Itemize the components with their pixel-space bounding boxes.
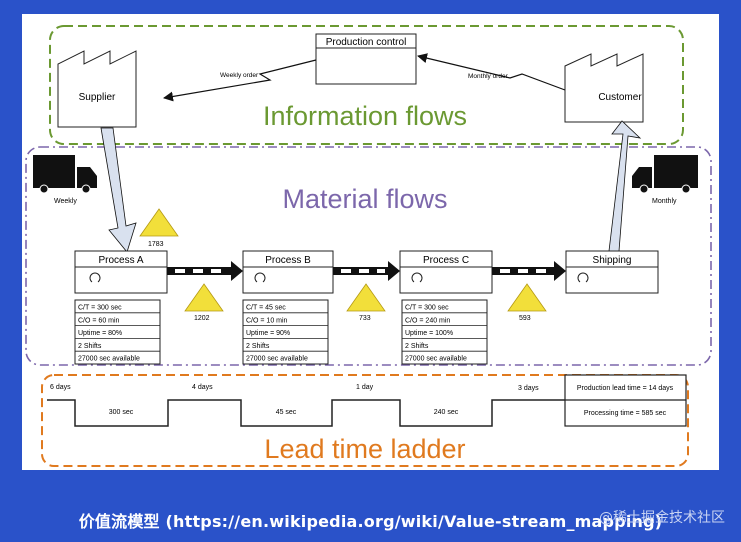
weekly-label: Weekly (54, 198, 77, 205)
process-b-data-row: 27000 sec available (246, 356, 308, 363)
inventory-triangle-1783 (139, 208, 179, 237)
inventory-triangle-1202 (184, 283, 224, 312)
customer-label: Customer (598, 92, 642, 103)
process-time-label: 240 sec (434, 409, 459, 416)
shipping-to-customer-arrow (608, 120, 642, 252)
operator-icon (411, 272, 423, 283)
process-c-data-box: C/T = 300 sec C/O = 240 min Uptime = 100… (401, 299, 488, 365)
process-c-box: Process C (399, 250, 493, 294)
push-arrow-c-shipping (492, 261, 566, 281)
operator-icon (89, 272, 101, 283)
process-a-data-box: C/T = 300 sec C/O = 60 min Uptime = 80% … (74, 299, 161, 365)
process-b-label: Process B (265, 255, 311, 266)
process-a-box: Process A (74, 250, 168, 294)
monthly-label: Monthly (652, 198, 677, 205)
shipping-label: Shipping (593, 255, 632, 266)
process-b-box: Process B (242, 250, 334, 294)
production-control-box: Production control (315, 33, 417, 85)
lead-days-label: 1 day (356, 384, 374, 391)
supplier-label: Supplier (79, 92, 116, 103)
process-b-data-row: C/O = 10 min (246, 317, 288, 324)
process-b-data-row: 2 Shifts (246, 343, 270, 350)
inventory-label-593: 593 (519, 315, 531, 322)
material-flow-region (25, 146, 712, 366)
process-c-data-row: 27000 sec available (405, 356, 467, 363)
vsm-diagram: Supplier Customer Production control Wee… (22, 14, 719, 470)
process-c-label: Process C (423, 255, 469, 266)
operator-icon (577, 272, 589, 283)
customer-truck-icon (632, 155, 698, 194)
push-arrow-a-b (167, 261, 243, 281)
lead-days-label: 4 days (192, 384, 213, 391)
shipping-box: Shipping (565, 250, 659, 294)
process-c-data-row: 2 Shifts (405, 343, 429, 350)
push-arrow-b-c (333, 261, 400, 281)
lead-days-label: 6 days (50, 384, 71, 391)
process-c-data-row: C/T = 300 sec (405, 305, 449, 312)
processing-time: Processing time = 585 sec (584, 410, 667, 417)
monthly-order-arrow (417, 53, 566, 91)
lead-days-label: 3 days (518, 385, 539, 392)
inventory-triangle-733 (346, 283, 386, 312)
process-time-label: 45 sec (276, 409, 297, 416)
supplier-factory: Supplier (57, 50, 137, 128)
process-a-label: Process A (98, 255, 143, 266)
information-flow-region (49, 25, 684, 145)
process-a-data-row: Uptime = 80% (78, 330, 122, 337)
information-flows-title: Information flows (263, 101, 467, 131)
site-watermark: @稀土掘金技术社区 (599, 510, 725, 526)
lead-time-ladder-line (47, 399, 565, 427)
supplier-to-process-a-arrow (100, 127, 137, 253)
source-caption: 价值流模型 (https://en.wikipedia.org/wiki/Val… (78, 512, 663, 531)
process-a-data-row: 2 Shifts (78, 343, 102, 350)
process-b-data-row: Uptime = 90% (246, 330, 290, 337)
process-a-data-row: 27000 sec available (78, 356, 140, 363)
operator-icon (254, 272, 266, 283)
process-c-data-row: Uptime = 100% (405, 330, 453, 337)
weekly-order-arrow (163, 59, 317, 102)
material-flows-title: Material flows (282, 184, 447, 214)
process-c-data-row: C/O = 240 min (405, 317, 450, 324)
inventory-label-1202: 1202 (194, 315, 210, 322)
process-b-data-row: C/T = 45 sec (246, 305, 286, 312)
production-control-label: Production control (326, 37, 407, 48)
customer-factory: Customer (564, 53, 644, 123)
supplier-truck-icon (33, 155, 97, 194)
inventory-label-1783: 1783 (148, 241, 164, 248)
lead-time-ladder-title: Lead time ladder (264, 434, 465, 464)
process-time-label: 300 sec (109, 409, 134, 416)
monthly-order-label: Monthly order (468, 73, 509, 80)
lead-time-region (41, 374, 689, 467)
process-a-data-row: C/T = 300 sec (78, 305, 122, 312)
weekly-order-label: Weekly order (220, 72, 259, 79)
inventory-triangle-593 (507, 283, 547, 312)
lead-time-summary-box: Production lead time = 14 days Processin… (564, 374, 687, 427)
inventory-label-733: 733 (359, 315, 371, 322)
process-a-data-row: C/O = 60 min (78, 317, 120, 324)
production-lead-time: Production lead time = 14 days (577, 385, 674, 392)
process-b-data-box: C/T = 45 sec C/O = 10 min Uptime = 90% 2… (242, 299, 329, 365)
vsm-svg: Supplier Customer Production control Wee… (25, 25, 712, 467)
